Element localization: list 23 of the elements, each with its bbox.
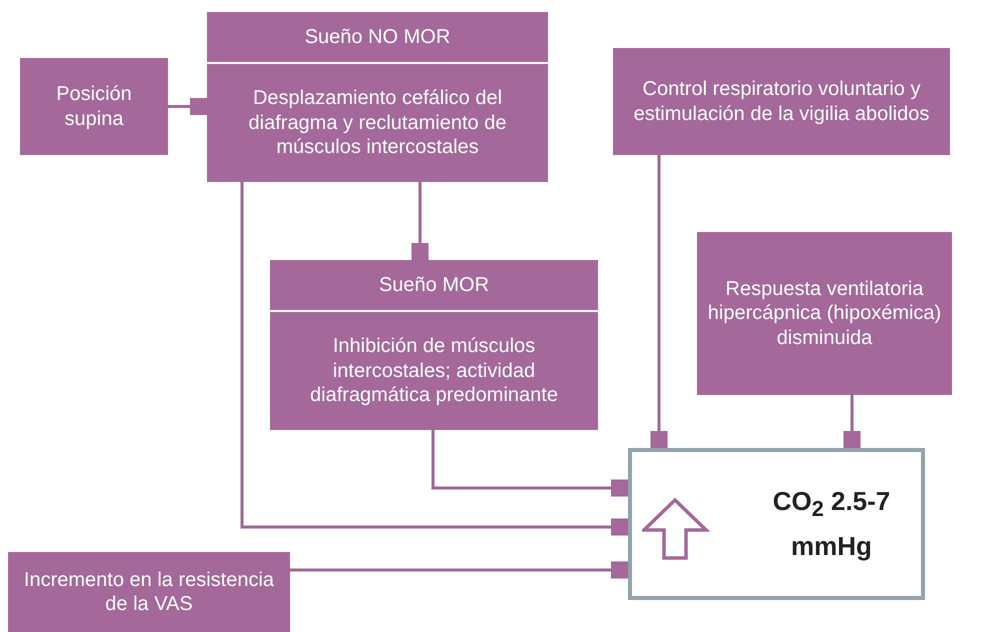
process-box [207,12,548,182]
connector [290,562,628,578]
connector [650,155,668,448]
value-text: CO$_{2}$ 2.5-7 mmHg [772,485,892,564]
box-text: Inhibición de músculos intercostales; actividad diafragmática predominante [309,334,559,408]
connector [412,182,428,260]
box-text: Respuesta ventilatoria hipercápnica (hipoxémica) disminuida [706,276,942,350]
result-box [628,448,925,600]
process-box [20,58,168,155]
connector [168,98,207,115]
process-box [697,232,952,395]
process-box [613,48,950,155]
process-box [8,552,290,632]
box-text: Desplazamiento cefálico del diafragma y reclutamiento de músculos intercostales [248,86,508,160]
connector [432,430,628,496]
box-text: Posición supina [55,82,133,131]
box-heading: Sueño MOR [378,272,490,298]
connector [240,182,628,536]
process-box [270,260,598,430]
box-heading: Sueño NO MOR [304,24,452,50]
box-text: Control respiratorio voluntario y estimulación de la vigilia abolidos [632,77,930,126]
box-text: Incremento en la resistencia de la VAS [22,568,276,616]
connector [844,395,860,448]
